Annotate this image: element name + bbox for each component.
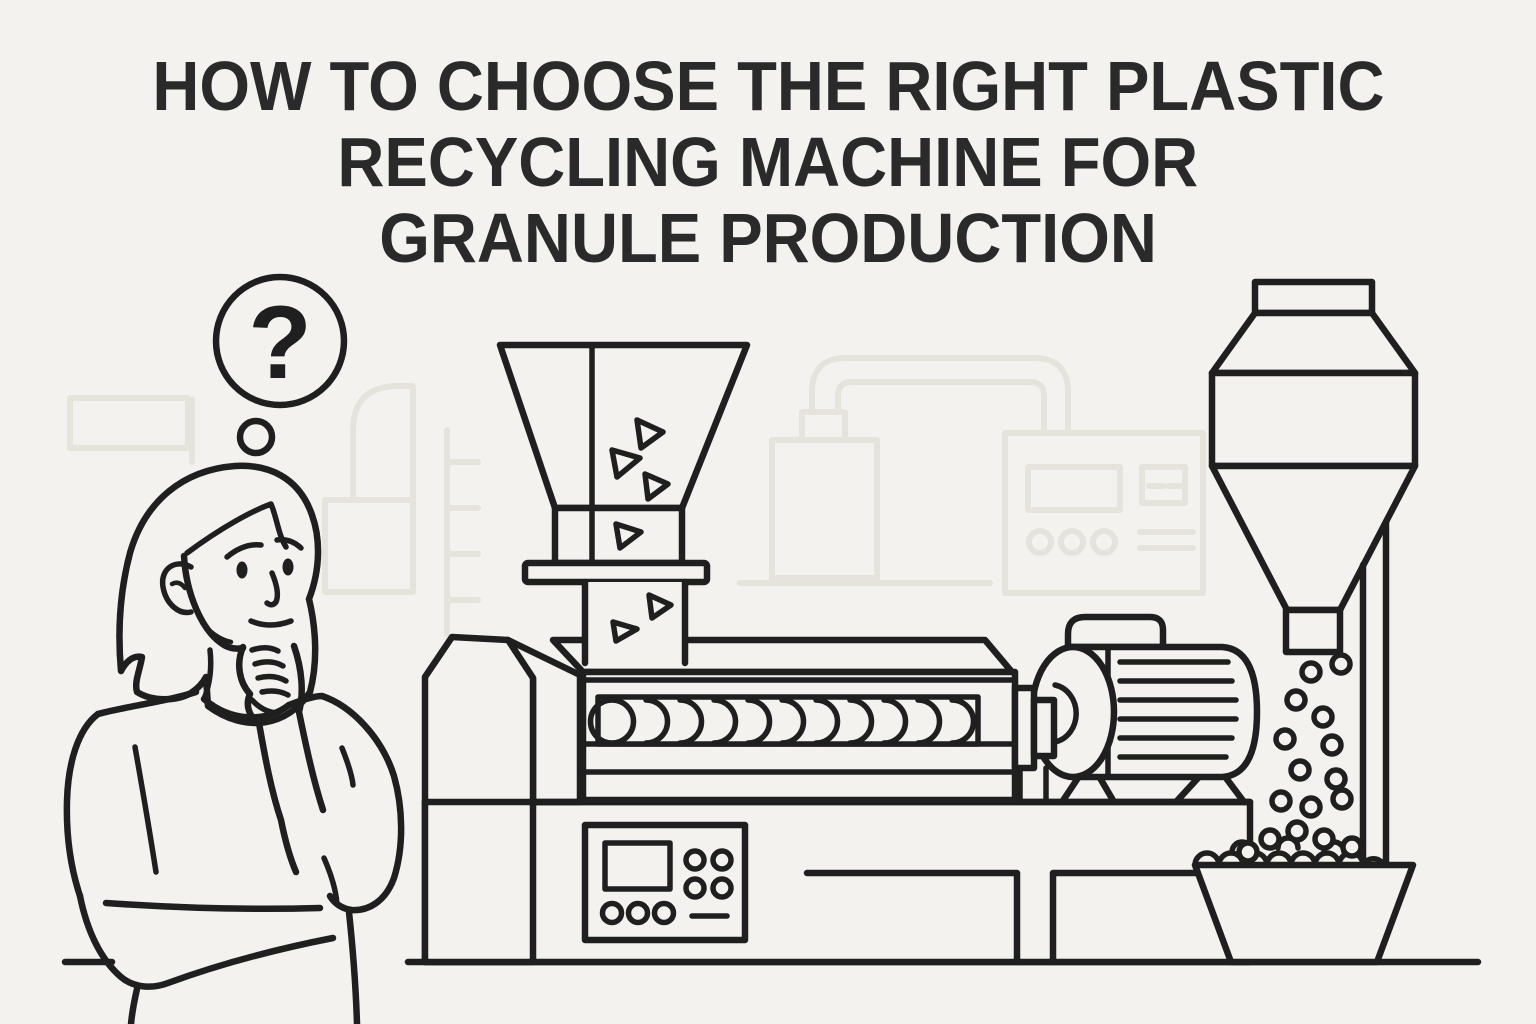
panel-button — [683, 848, 707, 872]
faint-pipe-corner — [350, 383, 416, 503]
woman-torso-right-edge — [345, 908, 361, 1024]
panel-knob — [625, 900, 651, 926]
woman-arm-crease — [339, 745, 356, 788]
woman-crossed-arm-upper — [102, 899, 324, 913]
woman-right-eyebrow — [274, 536, 304, 551]
title-line-2: RECYCLING MACHINE FOR — [337, 123, 1199, 201]
woman-right-arm-outer — [285, 692, 405, 914]
woman-jaw — [180, 552, 247, 652]
panel-knob — [599, 900, 625, 926]
coupling-block — [1030, 696, 1058, 760]
woman-left-eyebrow — [224, 542, 264, 560]
extruder-machine — [421, 341, 1261, 966]
woman-left-shoulder — [94, 688, 200, 718]
panel-button — [710, 876, 734, 900]
cyclone-inlet — [1251, 278, 1376, 317]
faint-tank-cap — [799, 409, 848, 443]
hopper-flange — [521, 559, 711, 586]
faint-cabinet-lines — [1137, 529, 1196, 551]
background-factory-silhouette — [67, 355, 1206, 637]
extruder-screw — [587, 697, 977, 746]
woman-crossed-arm-lower — [76, 892, 337, 990]
faint-cabinet-knob — [1026, 528, 1054, 556]
faint-cabinet-box — [1139, 464, 1188, 506]
woman-chin-crease — [205, 626, 234, 645]
woman-hand-outer — [235, 643, 300, 876]
granule-bowl — [1191, 861, 1417, 966]
page-title: HOW TO CHOOSE THE RIGHT PLASTIC RECYCLIN… — [0, 48, 1536, 276]
faint-level-gauge — [444, 427, 481, 637]
woman-ear — [159, 561, 194, 616]
base-inset-panels — [803, 869, 1214, 966]
motor-junction-box — [1064, 613, 1167, 651]
woman-left-body-edge — [63, 710, 102, 900]
woman-fingers — [249, 645, 291, 716]
question-mark-icon: ? — [248, 285, 312, 401]
control-panel — [581, 821, 749, 944]
woman-hair-fringe — [184, 501, 289, 556]
woman-nose — [264, 570, 281, 608]
motor-feet — [1058, 774, 1248, 806]
title-line-3: GRANULE PRODUCTION — [379, 199, 1157, 277]
motor-cooling-fins — [1117, 659, 1239, 760]
faint-cabinet-knob — [1090, 528, 1118, 556]
feed-hopper — [496, 341, 751, 667]
woman-left-eye — [236, 561, 248, 579]
motor-shaft-boss — [1052, 682, 1079, 745]
faint-block-left — [67, 395, 191, 451]
cyclone-top-funnel — [1208, 309, 1419, 377]
woman-neck — [201, 647, 214, 702]
woman-skirt-left-edge — [127, 985, 141, 1024]
panel-knob — [651, 900, 677, 926]
cyclone-stand-pipes — [1359, 518, 1390, 869]
faint-cabinet-screen — [1025, 464, 1123, 513]
faint-overhead-pipe-outer — [809, 355, 1071, 436]
panel-button — [710, 848, 734, 872]
hopper-funnel — [496, 341, 751, 512]
woman-cuff-line — [321, 855, 340, 907]
granule-bowl-group — [1191, 652, 1417, 966]
cyclone-outlet — [1282, 606, 1344, 656]
plastic-flakes-icon — [609, 417, 674, 644]
woman-mouth — [248, 618, 294, 628]
woman-wrist-inner — [290, 642, 327, 814]
falling-granules-icon — [1236, 652, 1364, 864]
pellet-cyclone-separator — [1208, 278, 1419, 869]
faint-box-mid-left — [322, 497, 416, 595]
faint-overhead-pipe-inner — [835, 379, 1047, 436]
thought-bubble-small — [236, 417, 276, 457]
coupling-pedestal — [1017, 765, 1049, 805]
faint-tank — [769, 437, 880, 581]
thinking-woman: ? — [63, 273, 405, 1024]
thought-bubble — [212, 273, 348, 409]
screw-window — [595, 694, 981, 747]
woman-right-eye — [282, 558, 294, 576]
title-line-1: HOW TO CHOOSE THE RIGHT PLASTIC — [151, 47, 1385, 125]
drive-motor — [1011, 613, 1261, 806]
faint-control-cabinet — [1002, 430, 1206, 596]
woman-armpit-seam — [132, 744, 159, 875]
panel-screen — [602, 840, 673, 892]
woman-hair — [116, 462, 322, 727]
faint-cabinet-knob — [1058, 528, 1086, 556]
woman-ear-inner — [169, 580, 188, 591]
machine-base — [421, 798, 1254, 966]
hopper-chute-fill — [585, 582, 685, 663]
cyclone-body — [1208, 369, 1419, 470]
hopper-chute-sides — [581, 578, 689, 667]
panel-button — [683, 876, 707, 900]
